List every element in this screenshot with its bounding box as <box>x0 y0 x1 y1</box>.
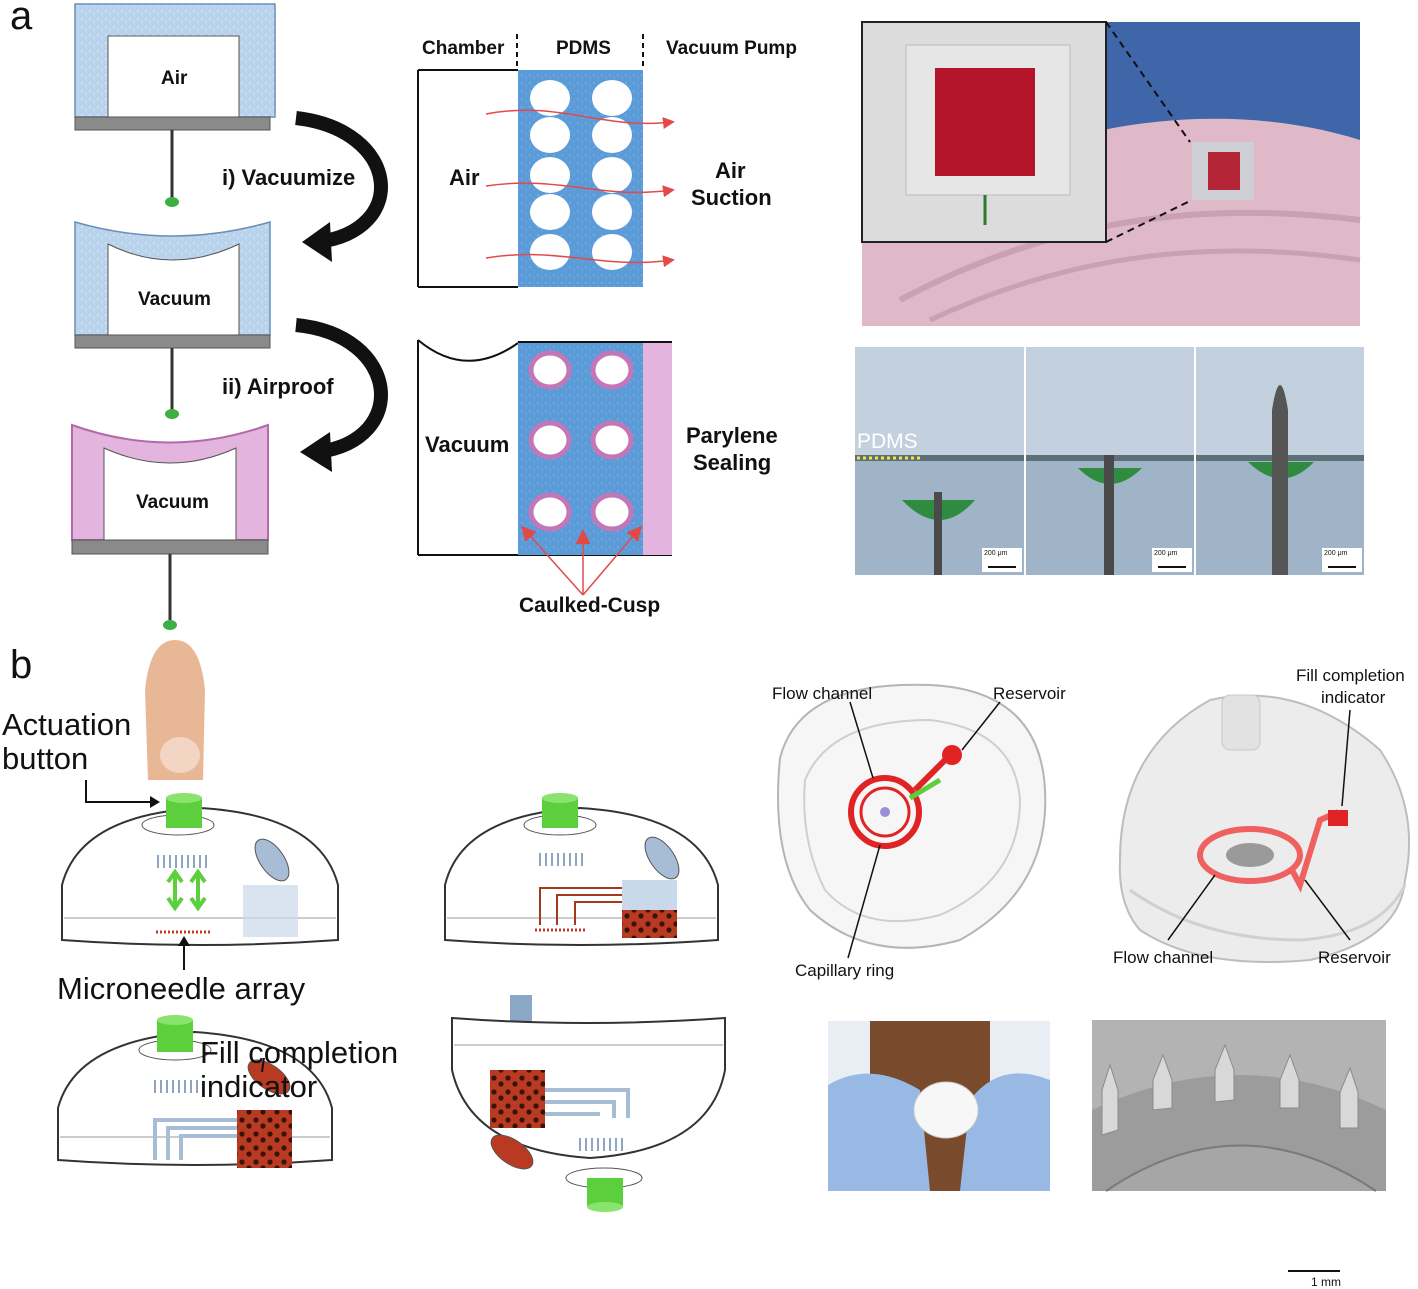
sealing-label: Sealing <box>693 450 772 475</box>
step-airproof-label: ii) Airproof <box>222 374 334 399</box>
actuation-label-2: button <box>2 741 89 776</box>
caulked-cusp-label: Caulked-Cusp <box>519 594 661 617</box>
scale-label-3: 200 μm <box>1324 550 1348 557</box>
scale-bar-label: 1 mm <box>1311 1275 1341 1289</box>
scale-label-1: 200 μm <box>984 550 1008 557</box>
step-vacuumize-label: i) Vacuumize <box>222 165 356 190</box>
air-suction-label-2: Suction <box>691 185 772 210</box>
column-pdms-label: PDMS <box>556 38 611 59</box>
parylene-label: Parylene <box>686 423 778 448</box>
box-vacuum-label-2: Vacuum <box>136 492 209 513</box>
panel-b-diagram <box>57 640 1411 1272</box>
box-air-label: Air <box>161 68 188 89</box>
box-vacuum-2 <box>71 423 269 630</box>
box-vacuum-label-1: Vacuum <box>138 289 211 310</box>
scale-label-2: 200 μm <box>1154 550 1178 557</box>
render2-flow-channel-label: Flow channel <box>1113 948 1214 967</box>
render2-fill-label-1: Fill completion <box>1296 666 1405 685</box>
curved-arrow-2 <box>295 318 388 459</box>
curved-arrow-1 <box>295 111 388 249</box>
column-vacuum-pump-label: Vacuum Pump <box>666 38 797 59</box>
fill-indicator-label-1: Fill completion <box>200 1035 399 1070</box>
device-render-top-view <box>777 683 1047 959</box>
panel-b-letter: b <box>10 643 33 687</box>
microneedle-array-label: Microneedle array <box>57 971 306 1006</box>
pdms-air-suction-diagram <box>417 34 675 288</box>
render2-fill-label-2: indicator <box>1321 688 1386 707</box>
device-filled <box>57 1015 333 1168</box>
air-suction-label-1: Air <box>715 158 746 183</box>
render1-capillary-ring-label: Capillary ring <box>795 961 895 980</box>
device-render-perspective <box>1118 694 1411 963</box>
chamber-air-label: Air <box>449 165 480 190</box>
photo-device-on-skin <box>861 21 1361 327</box>
render1-reservoir-label: Reservoir <box>993 684 1066 703</box>
photo-device-application <box>828 1021 1050 1191</box>
actuation-label-1: Actuation <box>2 707 132 742</box>
photo-pdms-label: PDMS <box>857 430 918 453</box>
photo-microneedle-sequence <box>855 347 1364 575</box>
device-extraction <box>451 995 726 1212</box>
render2-reservoir-label: Reservoir <box>1318 948 1391 967</box>
parylene-sealing-diagram <box>417 339 672 596</box>
device-actuation <box>61 640 339 970</box>
panel-a-letter: a <box>10 0 33 38</box>
photo-sem-microneedles <box>1092 1020 1386 1192</box>
box-air <box>74 3 276 207</box>
device-filling <box>444 793 719 946</box>
column-chamber-label: Chamber <box>422 38 505 59</box>
fill-indicator-label-2: indicator <box>200 1069 318 1104</box>
render1-flow-channel-label: Flow channel <box>772 684 873 703</box>
panel-a-diagram <box>71 3 1364 630</box>
box-vacuum-1 <box>74 221 271 419</box>
chamber-vacuum-label: Vacuum <box>425 432 510 457</box>
